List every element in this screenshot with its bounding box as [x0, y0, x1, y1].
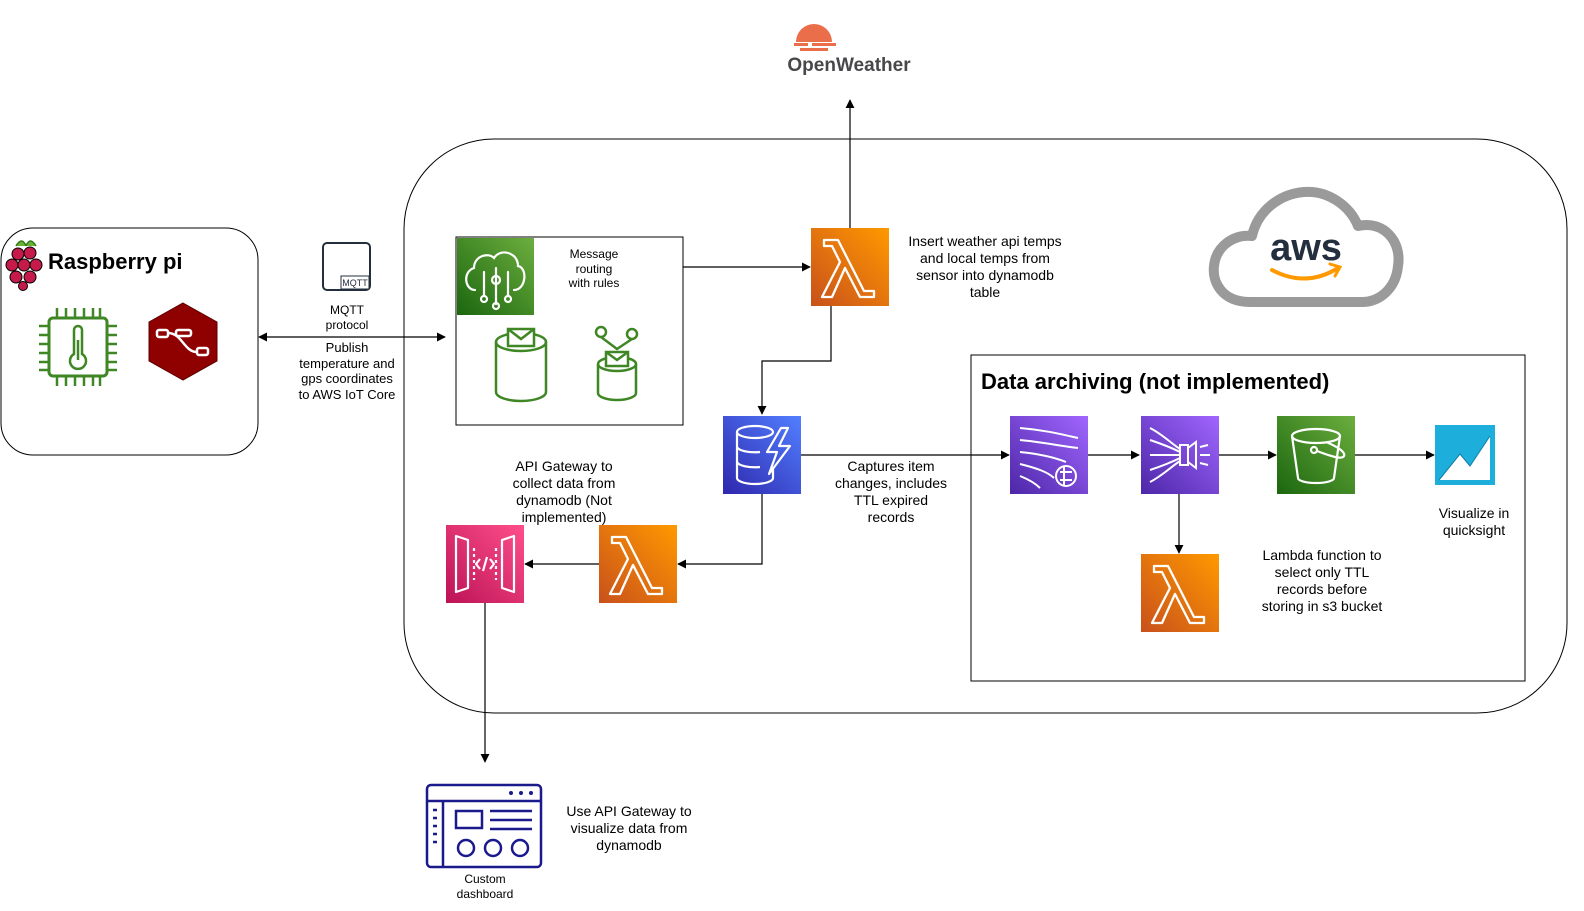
s3-bucket-icon — [1277, 416, 1355, 494]
kinesis-firehose-icon — [1141, 416, 1219, 494]
temperature-sensor-icon — [39, 308, 117, 386]
quicksight-icon — [1435, 425, 1495, 485]
dashboard-note: Use API Gateway to visualize data from d… — [566, 803, 692, 853]
mqtt-icon-text: MQTT — [342, 278, 368, 288]
aws-text: aws — [1270, 227, 1342, 269]
mqtt-icon: MQTT — [322, 242, 371, 291]
lambda-to-dynamodb — [757, 305, 832, 415]
lambda-ttl-note: Lambda function to select only TTL recor… — [1261, 547, 1383, 614]
aws-logo: aws — [1208, 186, 1404, 307]
dashboard-icon — [425, 783, 543, 869]
raspberry-pi-box — [0, 227, 259, 456]
lambda-ttl-icon — [1141, 554, 1219, 632]
iot-rule-icon — [594, 325, 639, 402]
dashboard-label: Custom dashboard — [456, 872, 514, 901]
cloud-icon — [1208, 186, 1404, 307]
dynamodb-to-lambda-api — [677, 493, 763, 569]
sun-icon — [796, 24, 832, 42]
dynamodb-stream-note: Captures item changes, includes TTL expi… — [834, 458, 948, 525]
lambda-insert-icon — [811, 228, 889, 306]
iot-core-icon — [457, 238, 534, 315]
node-red-icon — [148, 302, 218, 381]
mqtt-label: MQTT protocol — [325, 303, 369, 332]
dynamodb-icon — [723, 416, 801, 494]
openweather-text: OpenWeather — [787, 55, 911, 76]
raspberry-icon — [5, 240, 43, 291]
raspberry-pi-title: Raspberry pi — [48, 249, 183, 274]
lambda-insert-note: Insert weather api temps and local temps… — [908, 233, 1062, 300]
kinesis-streams-icon — [1010, 416, 1088, 494]
openweather-logo: OpenWeather — [787, 24, 911, 76]
archiving-box — [970, 354, 1526, 682]
rules-label: Message routing with rules — [568, 247, 620, 290]
archiving-title: Data archiving (not implemented) — [981, 369, 1330, 394]
smile-icon — [1270, 266, 1340, 281]
quicksight-note: Visualize in quicksight — [1438, 505, 1510, 538]
aws-cloud-boundary — [403, 138, 1568, 714]
iot-topic-icon — [494, 327, 548, 403]
mqtt-publish-note: Publish temperature and gps coordinates … — [298, 340, 396, 402]
api-gateway-icon — [446, 525, 524, 603]
connectors — [258, 99, 1435, 763]
api-gateway-note: API Gateway to collect data from dynamod… — [512, 458, 616, 525]
lambda-api-icon — [599, 525, 677, 603]
